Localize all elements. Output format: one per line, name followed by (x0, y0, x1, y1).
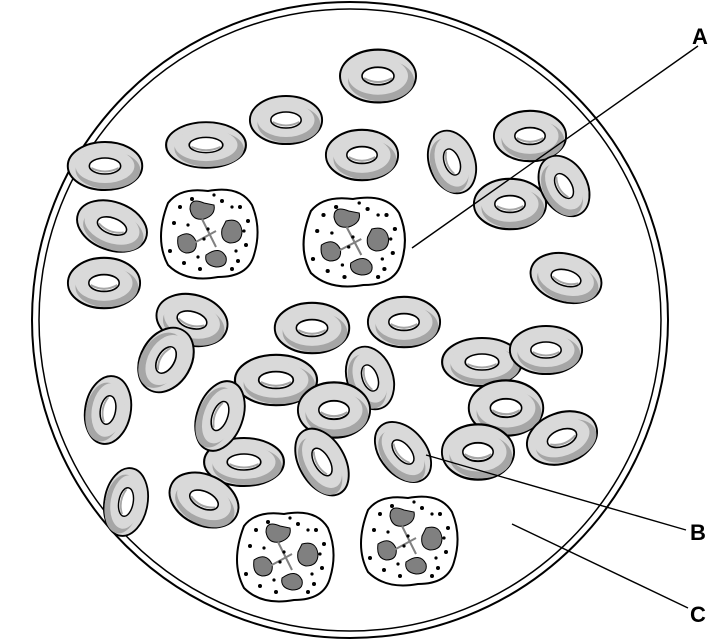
red-blood-cell (474, 179, 546, 229)
red-blood-cell (275, 303, 349, 353)
red-blood-cell (68, 258, 140, 308)
white-blood-cell (161, 190, 258, 279)
red-blood-cell (166, 122, 246, 168)
red-blood-cell (68, 142, 142, 190)
white-blood-cell (304, 198, 405, 287)
white-blood-cell (361, 497, 458, 586)
label-b: B (690, 522, 706, 544)
label-a: A (692, 26, 708, 48)
red-blood-cell (340, 50, 416, 103)
red-blood-cell (442, 424, 514, 479)
red-blood-cell (494, 111, 566, 161)
red-blood-cell (368, 297, 440, 347)
red-blood-cell (326, 130, 398, 180)
white-blood-cell (237, 513, 334, 602)
label-c: C (690, 604, 706, 626)
red-blood-cell (510, 326, 582, 374)
red-blood-cell (250, 96, 322, 144)
slide-field-inner-ring (39, 9, 661, 631)
